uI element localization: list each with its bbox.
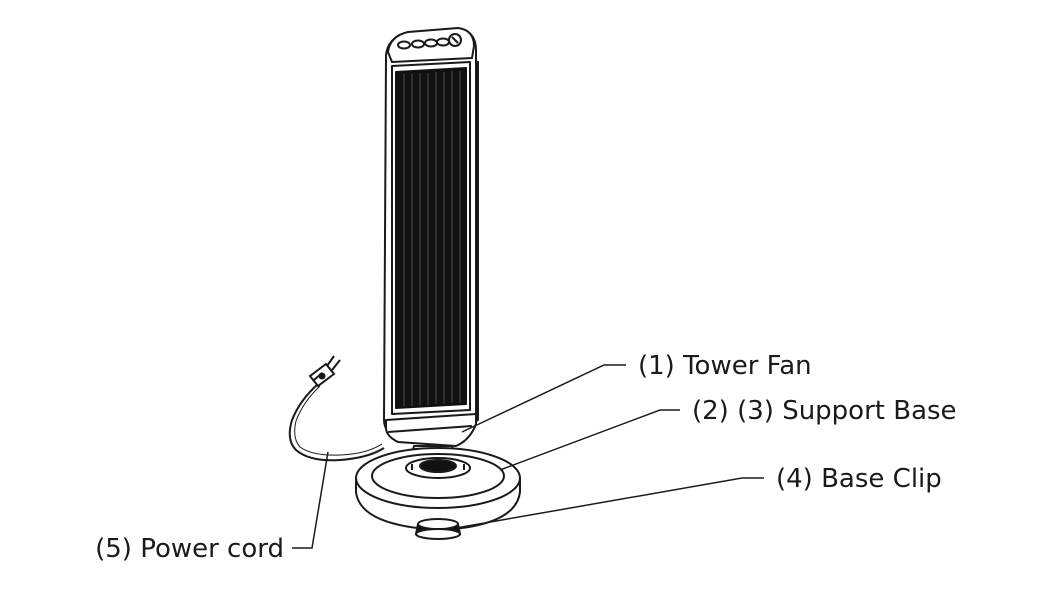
base-clip [414,518,462,540]
control-panel [397,33,462,50]
power-cord [288,355,385,462]
leader-support-base [499,409,680,471]
plug-icon [308,355,341,388]
label-power-cord: (5) Power cord [95,534,284,564]
callout-leaders [292,364,764,549]
leader-power-cord [292,451,329,549]
leader-tower-fan [461,364,626,433]
label-base-clip: (4) Base Clip [776,464,942,494]
label-support-base: (2) (3) Support Base [692,396,957,426]
support-base [355,447,521,532]
leader-base-clip [455,477,764,529]
label-tower-fan: (1) Tower Fan [638,351,812,381]
grille-panel [395,67,467,409]
tower-fan [383,27,479,463]
